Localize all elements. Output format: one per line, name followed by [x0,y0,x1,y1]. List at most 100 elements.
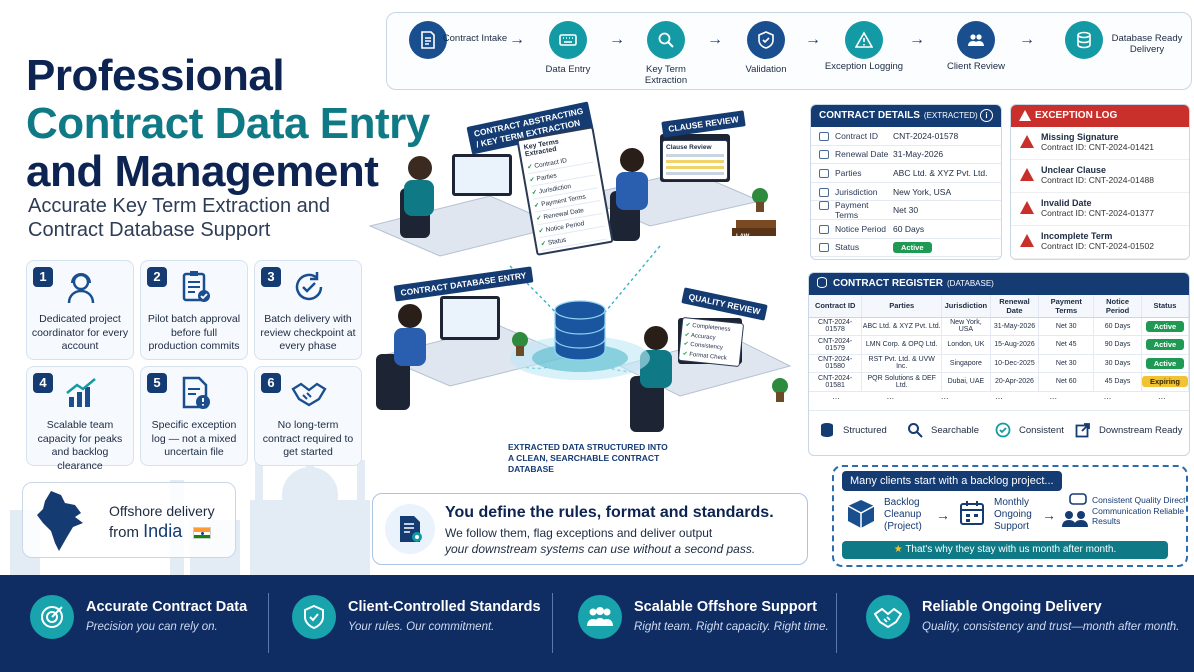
flow-label: Contract Intake [442,33,508,44]
status-cell: Active [1141,354,1189,373]
backlog-panel: Many clients start with a backlog projec… [832,465,1188,567]
arrow-right-icon: → [805,31,821,48]
feature-number: 5 [147,373,167,393]
bottom-benefits-bar: Accurate Contract Data Precision you can… [0,575,1194,672]
warning-icon [1020,135,1034,148]
column-header[interactable]: Renewal Date [990,295,1040,318]
field-icon [819,131,829,141]
india-flag-icon [193,527,211,539]
table-cell: Net 30 [1038,354,1095,373]
register-more-rows: ..................... [809,391,1189,411]
contract-details-panel: CONTRACT DETAILS(EXTRACTED) i Contract I… [810,104,1002,260]
status-cell: Active [1141,335,1189,355]
info-icon[interactable]: i [980,109,993,122]
document-icon [421,31,435,49]
offshore-india-badge: Offshore delivery from India [22,482,236,558]
arrow-right-icon: → [936,507,950,523]
flow-step-contract-intake [409,21,447,59]
table-cell: ABC Ltd. & XYZ Pvt. Ltd. [861,317,943,336]
rules-callout: You define the rules, format and standar… [372,493,808,565]
warning-icon [855,31,873,48]
warning-icon [1020,234,1034,247]
feature-number: 4 [33,373,53,393]
table-cell: New York, USA [941,317,991,336]
flow-label: Database Ready Delivery [1111,33,1183,55]
column-header[interactable]: Contract ID [809,295,863,318]
table-cell: 45 Days [1093,372,1142,392]
feature-number: 6 [261,373,281,393]
backlog-step-2: Monthly Ongoing Support [994,497,1032,532]
arrow-right-icon: → [1042,507,1056,523]
table-cell: 90 Days [1093,335,1142,355]
india-word: India [143,521,183,541]
contract-register-title: CONTRACT REGISTER [833,278,943,289]
backlog-footer: ★ That's why they stay with us month aft… [842,541,1168,559]
feature-text: Dedicated project coordinator for every … [31,313,129,352]
divider [268,593,269,653]
feature-card: 6 No long-term contract required to get … [254,366,362,466]
arrow-right-icon: → [509,31,525,48]
table-cell: Dubai, UAE [941,372,991,392]
flow-label: Validation [745,64,787,75]
field-icon [819,243,829,253]
document-alert-icon [182,376,210,409]
table-cell: 60 Days [1093,317,1142,336]
table-cell: 10-Dec-2025 [990,354,1040,373]
page-subtitle-line-1: Accurate Key Term Extraction and [28,195,330,217]
office-scene: CONTRACT ABSTRACTING / KEY TERM EXTRACTI… [360,96,800,488]
table-cell: LMN Corp. & OPQ Ltd. [861,335,943,355]
register-feature-structured: Structured [819,413,887,447]
column-header[interactable]: Payment Terms [1038,295,1095,318]
column-header[interactable]: Parties [861,295,943,318]
table-cell: Net 60 [1038,372,1095,392]
database-icon [817,277,827,288]
register-feature-searchable: Searchable [907,413,979,447]
register-feature-consistent: Consistent [995,413,1064,447]
key-terms-list: ✔ Contract ID✔ Parties✔ Jurisdiction✔ Pa… [526,149,608,251]
warning-icon [1020,168,1034,181]
flow-step-database-ready [1065,21,1103,59]
database-icon [821,423,833,437]
table-cell: Net 30 [1038,317,1095,336]
settings-document-icon [385,504,435,554]
table-cell: CNT-2024-01580 [809,354,863,373]
flow-label: Exception Logging [824,61,904,72]
column-header[interactable]: Status [1141,295,1189,318]
table-cell: London, UK [941,335,991,355]
contract-register-header: CONTRACT REGISTER(DATABASE) [809,273,1189,295]
feature-card: 5 Specific exception log — not a mixed u… [140,366,248,466]
status-badge: Expiring [1141,376,1188,388]
magnifier-icon [658,32,674,48]
offshore-line-2: from India [109,521,183,541]
feature-text: No long-term contract required to get st… [262,419,354,458]
table-cell: PQR Solutions & DEF Ltd. [861,372,943,392]
exception-log-header: EXCEPTION LOG [1011,105,1189,127]
benefit-title: Client-Controlled Standards [348,599,541,615]
warning-icon [1019,110,1031,121]
flow-step-key-term-extraction [647,21,685,59]
warning-icon [1020,201,1034,214]
handshake-icon [291,382,327,407]
benefit-subtitle: Right team. Right capacity. Right time. [634,621,829,633]
column-header[interactable]: Jurisdiction [941,295,991,318]
status-badge: Active [1145,339,1185,351]
flow-step-validation [747,21,785,59]
field-icon [819,150,829,160]
feature-text: Scalable team capacity for peaks and bac… [37,419,123,472]
table-cell: 20-Apr-2026 [990,372,1040,392]
boxes-icon [847,500,875,528]
column-header[interactable]: Notice Period [1093,295,1142,318]
